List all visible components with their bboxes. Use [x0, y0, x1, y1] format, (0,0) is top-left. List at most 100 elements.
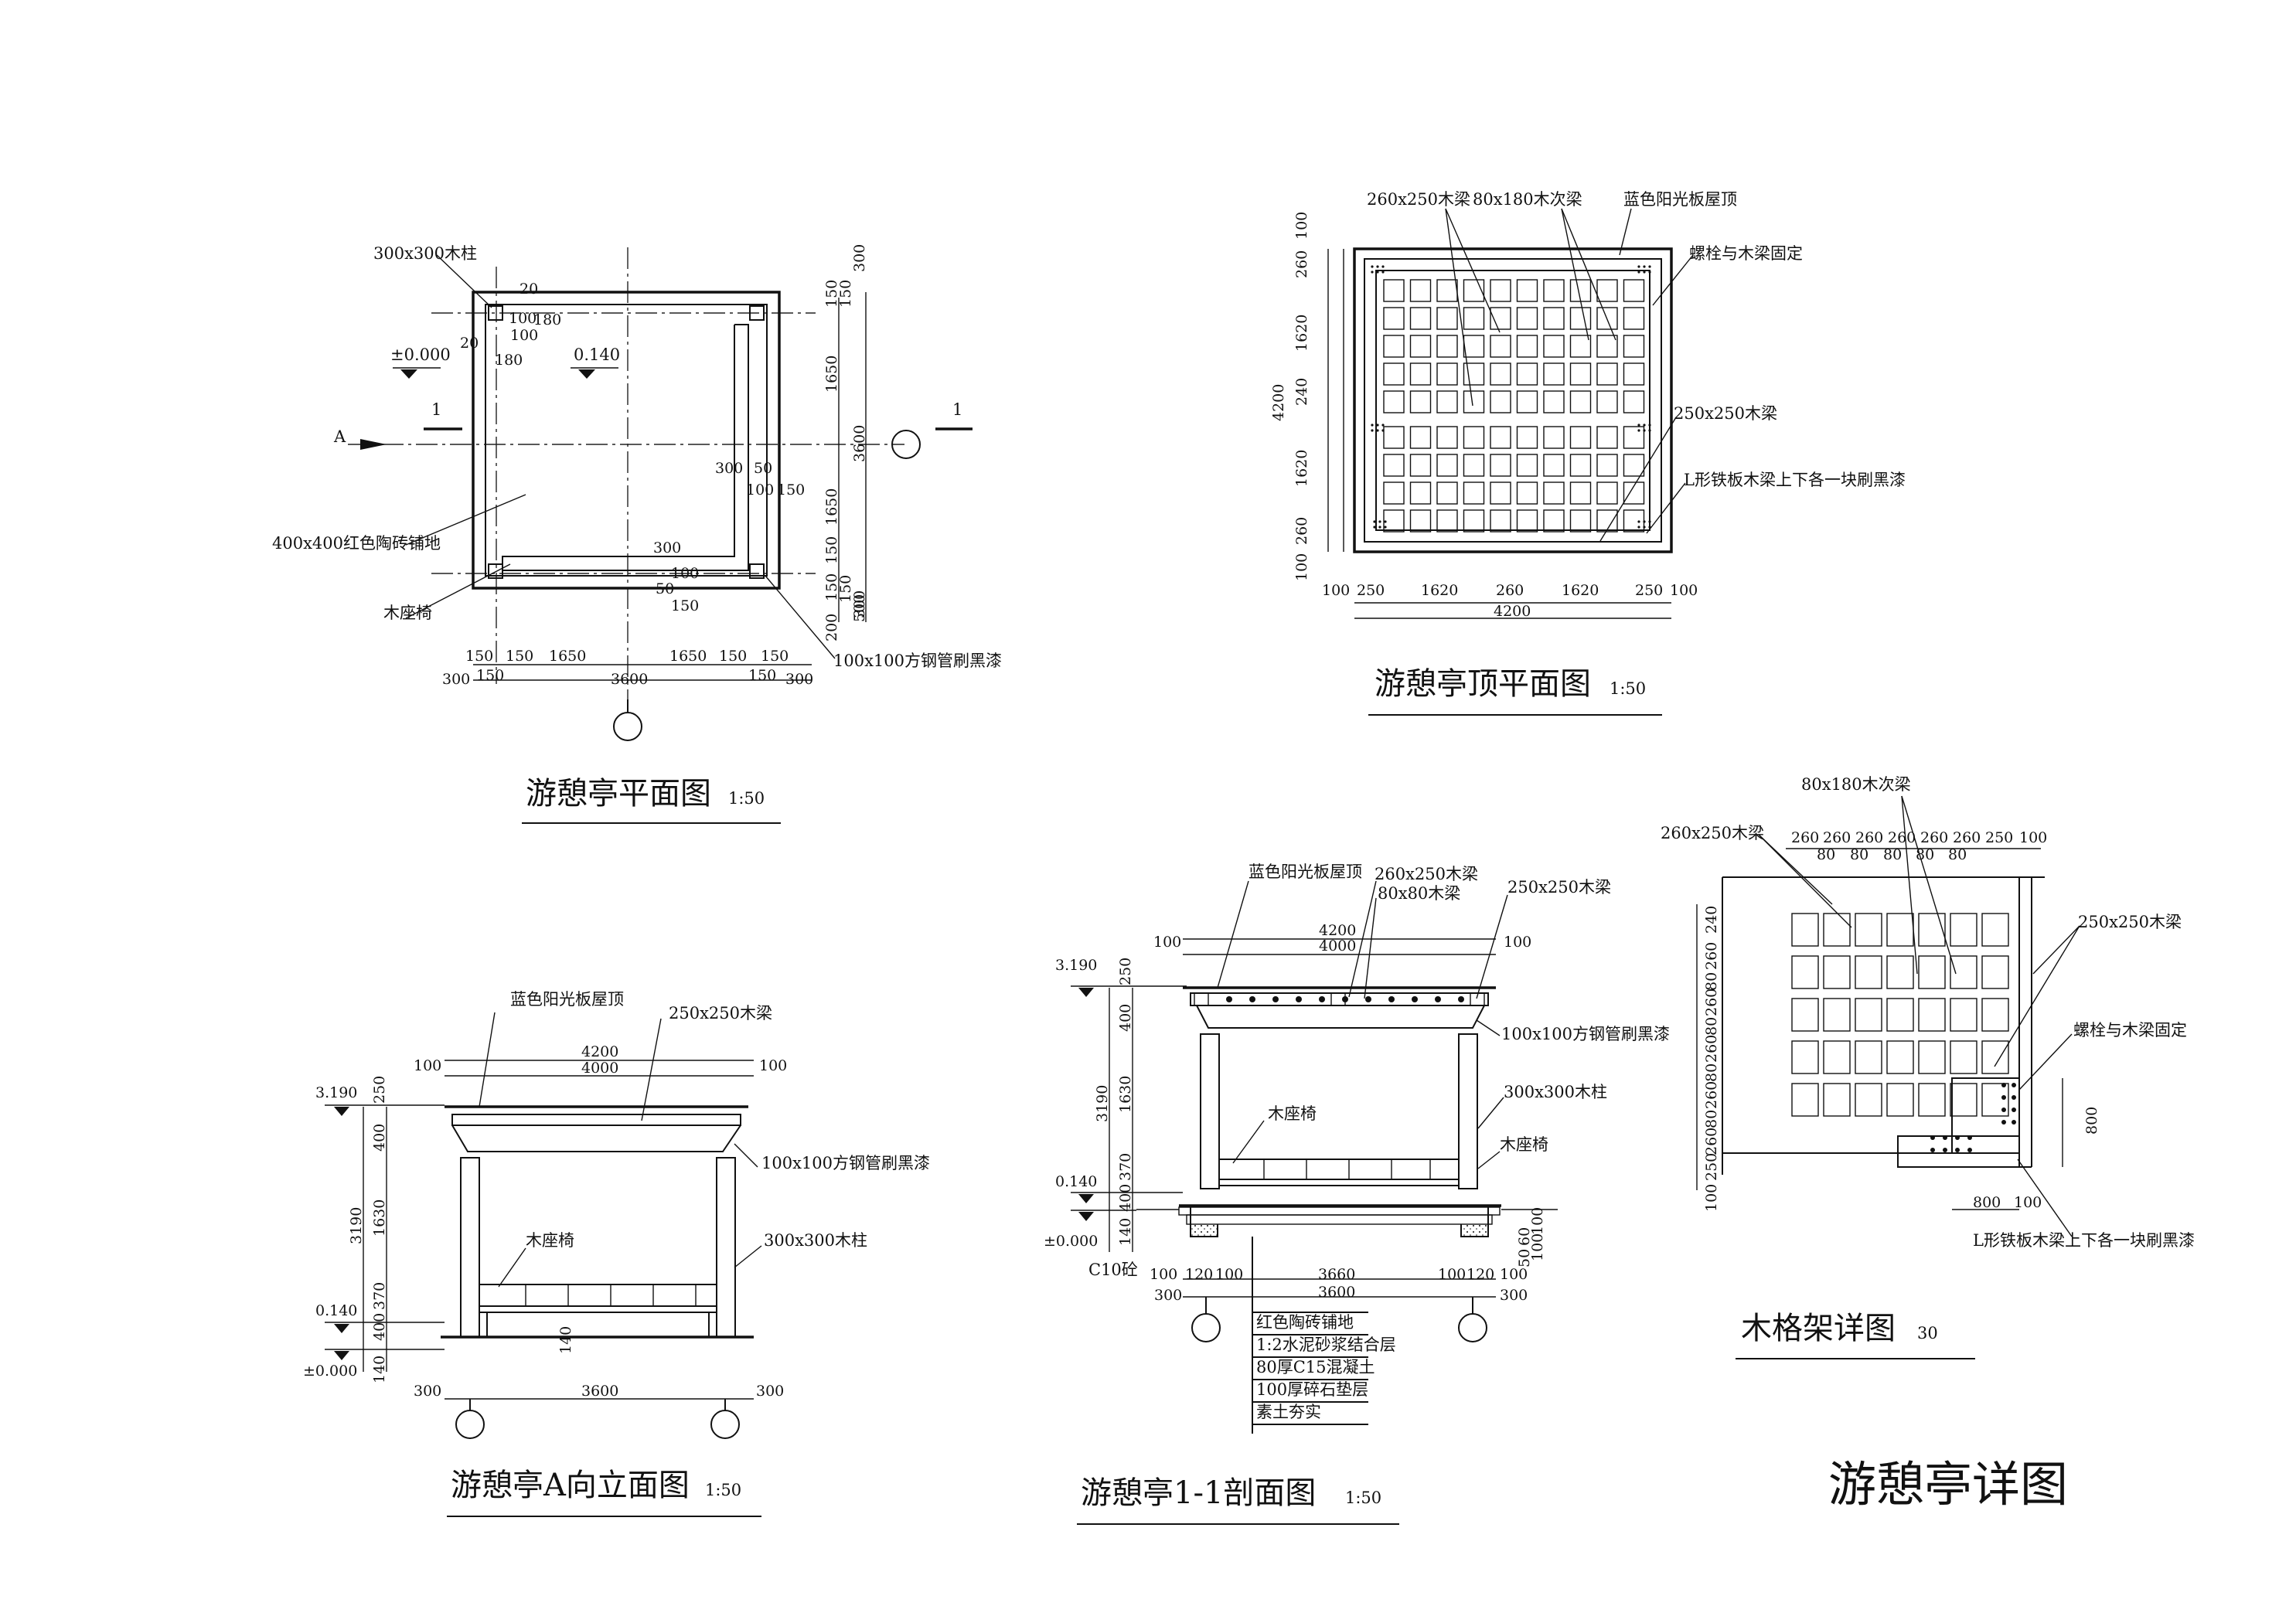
- roof-cell: [1596, 279, 1618, 302]
- detail-dim-v: 260: [1703, 1081, 1720, 1109]
- purlin: [1342, 996, 1348, 1002]
- detail-dim: 80: [1916, 846, 1934, 863]
- section-scale: 1:50: [1345, 1489, 1381, 1507]
- plan-view: 300x300木柱 ±0.000 0.140 1 1 A 400x400红色陶砖…: [272, 244, 1002, 824]
- roof-bolt: [1643, 265, 1646, 268]
- roof-dim: 250: [1357, 582, 1385, 599]
- roof-bolt: [1637, 270, 1640, 274]
- roof-bolt: [1643, 526, 1646, 529]
- detail-dim: 260: [1823, 829, 1851, 846]
- elev-dim: 300: [414, 1383, 441, 1400]
- roof-cell: [1623, 426, 1645, 449]
- section-dim: 4000: [1319, 937, 1356, 954]
- roof-cell: [1543, 509, 1565, 532]
- elev-dim: 300: [756, 1383, 784, 1400]
- roof-cell: [1490, 362, 1511, 386]
- bolt-dot: [2012, 1095, 2016, 1100]
- plan-dim: 100: [746, 481, 774, 498]
- roof-cell: [1569, 362, 1592, 386]
- roof-label-l-plate: L形铁板木梁上下各一块刷黑漆: [1684, 471, 1906, 489]
- plan-dim: 3600: [611, 671, 648, 688]
- detail-dim-v: 80: [1703, 1017, 1720, 1036]
- roof-bolt: [1648, 429, 1651, 432]
- purlin: [1226, 996, 1232, 1002]
- plan-dim: 150: [671, 597, 699, 614]
- roof-plan-view: 260x250木梁 80x180木次梁 蓝色阳光板屋顶 螺栓与木梁固定 250x…: [1270, 190, 1906, 716]
- elev-dim: 4000: [581, 1060, 618, 1077]
- detail-cell: [1918, 1040, 1946, 1074]
- plan-level-0: ±0.000: [390, 345, 451, 364]
- roof-cell: [1543, 362, 1565, 386]
- roof-cell: [1383, 481, 1405, 505]
- section-dim: 3660: [1318, 1266, 1355, 1283]
- elev-dim-v: 140: [371, 1356, 388, 1383]
- roof-cell: [1623, 454, 1645, 477]
- section-layer: 红色陶砖铺地: [1256, 1313, 1354, 1332]
- roof-cell: [1436, 362, 1458, 386]
- elev-level-0: ±0.000: [303, 1363, 357, 1380]
- plan-dim: 300: [785, 671, 813, 688]
- roof-cell: [1383, 426, 1405, 449]
- section-dim: 120: [1467, 1266, 1494, 1283]
- roof-bolt: [1648, 270, 1651, 274]
- detail-dim-v: 80: [1703, 1063, 1720, 1082]
- section-title: 游憩亭1-1剖面图: [1081, 1475, 1316, 1511]
- plan-dim: 300: [715, 460, 743, 477]
- roof-bolt: [1637, 520, 1640, 523]
- plan-dim-v: 3600: [851, 425, 868, 462]
- plan-dim: 50: [656, 580, 674, 597]
- section-dim: 100: [1500, 1266, 1528, 1283]
- roof-cell: [1543, 426, 1565, 449]
- purlin: [1388, 996, 1395, 1002]
- roof-cell: [1463, 454, 1485, 477]
- roof-cell: [1543, 307, 1565, 330]
- detail-cell: [1981, 955, 2009, 989]
- roof-dim-v: 260: [1293, 250, 1310, 278]
- bolt-dot: [2001, 1083, 2006, 1087]
- roof-cell: [1490, 454, 1511, 477]
- roof-dim-v: 1620: [1293, 315, 1310, 352]
- roof-bolt: [1648, 520, 1651, 523]
- plan-dim: 300: [653, 539, 681, 556]
- roof-cell: [1623, 509, 1645, 532]
- detail-dim-v: 240: [1703, 906, 1720, 934]
- detail-cell: [1981, 913, 2009, 947]
- roof-cell: [1490, 307, 1511, 330]
- bolt-dot: [2001, 1120, 2006, 1125]
- roof-cell: [1463, 307, 1485, 330]
- roof-label-sub-beam: 80x180木次梁: [1473, 190, 1582, 209]
- elev-dim: 3600: [581, 1383, 618, 1400]
- plan-dim: 150: [777, 481, 805, 498]
- section-view: 蓝色阳光板屋顶 260x250木梁 80x80木梁 250x250木梁 100x…: [1044, 863, 1670, 1525]
- detail-cell: [1981, 998, 2009, 1032]
- roof-dim: 250: [1635, 582, 1663, 599]
- roof-scale: 1:50: [1610, 679, 1646, 698]
- plan-dim: 100: [510, 327, 538, 344]
- section-dim-v: 140: [1117, 1218, 1134, 1246]
- elev-label-column: 300x300木柱: [764, 1231, 867, 1250]
- roof-bolt: [1637, 429, 1640, 432]
- roof-bolt: [1378, 520, 1381, 523]
- detail-cell: [1791, 998, 1819, 1032]
- roof-dim: 260: [1496, 582, 1524, 599]
- section-label-beam-250: 250x250木梁: [1507, 878, 1611, 897]
- roof-cell: [1516, 454, 1538, 477]
- detail-cell: [1823, 955, 1851, 989]
- plan-dim: 150: [506, 648, 533, 665]
- plan-dim: 180: [533, 311, 561, 328]
- bolt-dot: [2001, 1095, 2006, 1100]
- roof-bolt: [1381, 424, 1385, 427]
- roof-cell: [1569, 335, 1592, 358]
- detail-cell: [1950, 1040, 1977, 1074]
- roof-cell: [1596, 335, 1618, 358]
- elev-label-beam: 250x250木梁: [669, 1004, 772, 1022]
- roof-bolt: [1371, 270, 1374, 274]
- roof-cell: [1569, 509, 1592, 532]
- roof-cell: [1623, 279, 1645, 302]
- roof-bolt: [1376, 424, 1379, 427]
- section-dim: 100: [1215, 1266, 1243, 1283]
- section-layer: 1:2水泥砂浆结合层: [1256, 1335, 1396, 1354]
- plan-dim: 100: [671, 565, 699, 582]
- bolt-dot: [1930, 1135, 1935, 1140]
- roof-dim-v: 4200: [1270, 384, 1287, 421]
